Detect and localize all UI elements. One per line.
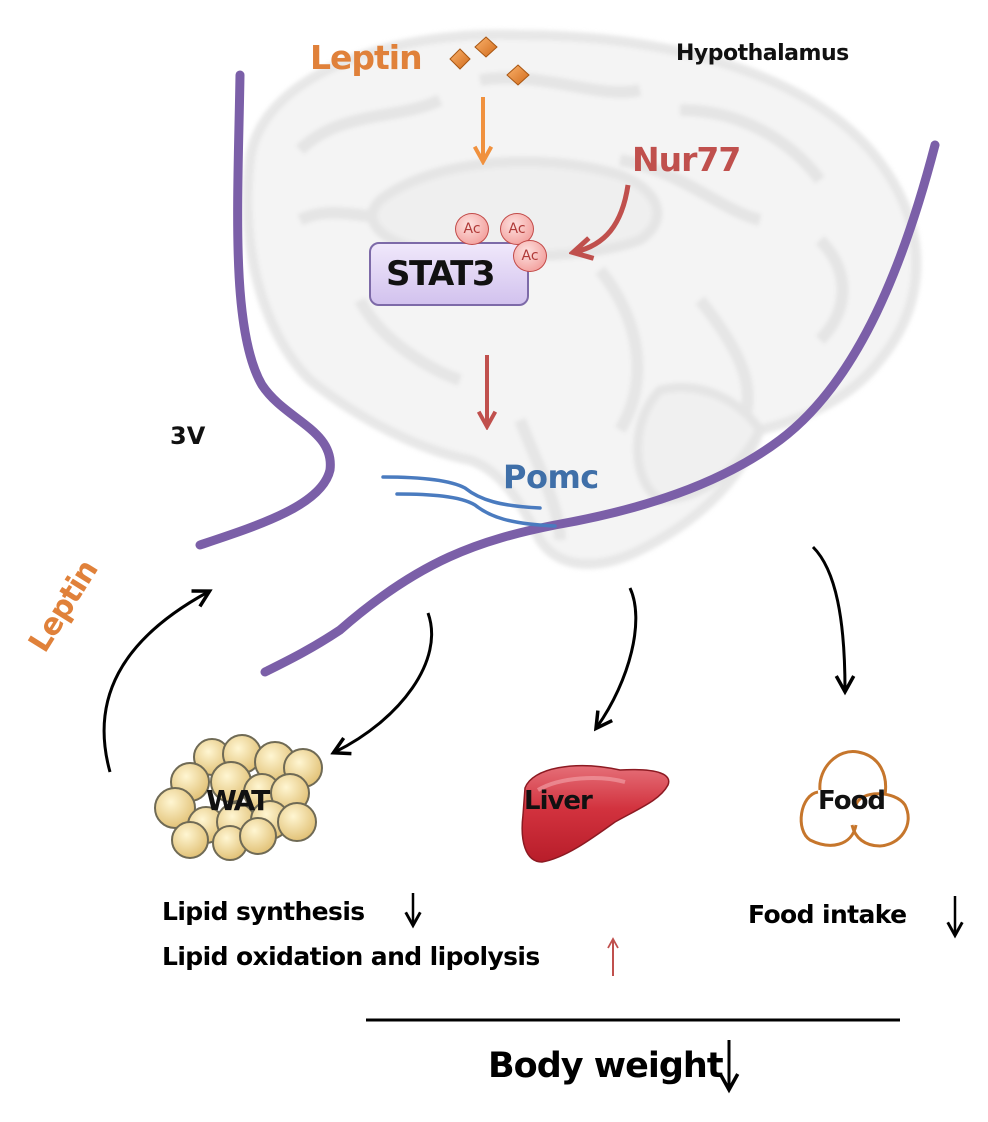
arrow-to-food bbox=[811, 545, 845, 690]
pomc-label: Pomc bbox=[503, 458, 599, 496]
liver-label: Liver bbox=[524, 786, 593, 816]
nur77-to-stat3-arrow bbox=[575, 184, 631, 252]
food-label: Food bbox=[818, 786, 886, 816]
leptin-diamond-icon bbox=[474, 36, 498, 58]
food-icon bbox=[799, 750, 910, 848]
wat-label: WAT bbox=[206, 784, 270, 817]
lipid-synthesis-label: Lipid synthesis bbox=[162, 897, 365, 926]
leptin-diamond-icon bbox=[506, 64, 530, 86]
lipid-oxidation-label: Lipid oxidation and lipolysis bbox=[162, 942, 540, 971]
acetyl-badge: Ac bbox=[500, 213, 534, 245]
leptin-diamond-icon bbox=[449, 48, 471, 70]
liver-icon bbox=[521, 764, 670, 863]
nur77-label: Nur77 bbox=[632, 140, 741, 179]
leptin-feedback-arrow bbox=[102, 592, 208, 773]
stat3-label: STAT3 bbox=[385, 254, 496, 294]
leptin-label: Leptin bbox=[310, 38, 423, 77]
arrow-to-wat bbox=[335, 612, 434, 752]
leptin-particles bbox=[449, 36, 530, 86]
hypothalamus-label: Hypothalamus bbox=[676, 41, 849, 66]
ventricle-wall-right bbox=[260, 140, 940, 677]
third-ventricle-label: 3V bbox=[170, 422, 206, 450]
arrow-to-liver bbox=[597, 587, 638, 727]
acetyl-badge: Ac bbox=[455, 213, 489, 245]
pomc-gene-icon bbox=[381, 475, 557, 528]
brain-background bbox=[242, 29, 922, 569]
ventricle-wall-left bbox=[195, 70, 335, 550]
wat-adipocytes-icon bbox=[154, 734, 323, 861]
food-intake-label: Food intake bbox=[748, 900, 907, 929]
stat3-node: STAT3 bbox=[369, 242, 529, 306]
acetyl-badge: Ac bbox=[513, 240, 547, 272]
body-weight-label: Body weight bbox=[488, 1046, 724, 1086]
